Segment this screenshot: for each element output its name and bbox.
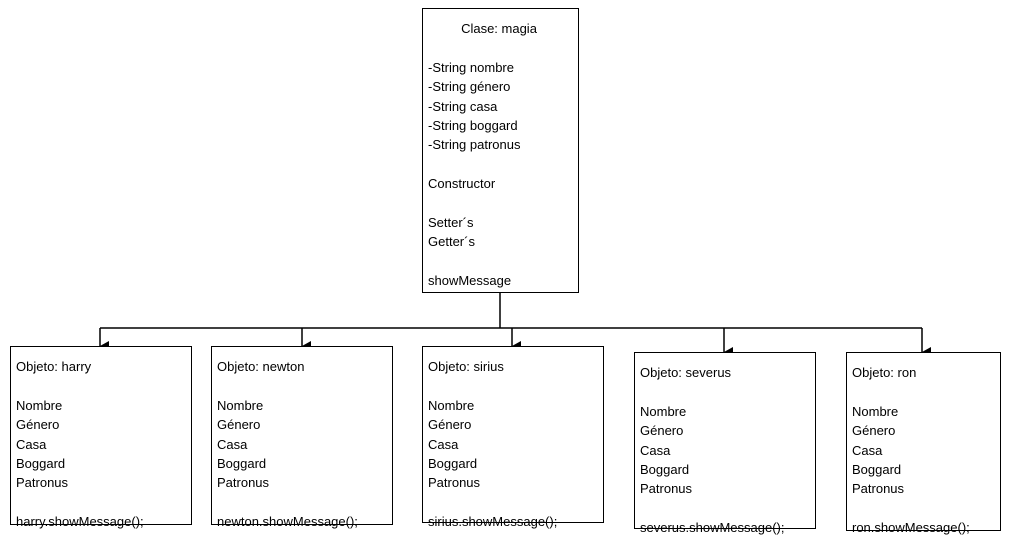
field-casa: Casa (640, 442, 671, 458)
field-nombre: Nombre (16, 397, 63, 413)
method-call: sirius.showMessage(); (428, 514, 558, 530)
field-nombre: Nombre (217, 397, 264, 413)
method-label: showMessage (428, 273, 512, 289)
field-nombre: Nombre (640, 403, 687, 419)
getters-label: Getter´s (428, 234, 475, 250)
object-box-newton: Objeto: newton Nombre Género Casa Boggar… (211, 346, 393, 529)
field-nombre: Nombre (852, 403, 899, 419)
field-patronus: Patronus (217, 475, 270, 491)
field-genero: Género (217, 417, 261, 433)
object-title: Objeto: harry (16, 359, 92, 374)
field-genero: Género (640, 423, 684, 439)
field-patronus: Patronus (852, 481, 905, 497)
setters-label: Setter´s (428, 214, 474, 230)
field-boggard: Boggard (428, 455, 478, 471)
attribute-casa: -String casa (428, 98, 498, 114)
field-genero: Género (852, 423, 896, 439)
object-box-severus: Objeto: severus Nombre Género Casa Bogga… (634, 352, 816, 535)
object-title: Objeto: ron (852, 365, 917, 380)
field-casa: Casa (217, 436, 248, 452)
class-title: Clase: magia (461, 21, 537, 36)
attribute-nombre: -String nombre (428, 59, 514, 75)
field-patronus: Patronus (640, 481, 693, 497)
field-casa: Casa (852, 442, 883, 458)
object-title: Objeto: severus (640, 365, 732, 380)
object-box-ron: Objeto: ron Nombre Género Casa Boggard P… (846, 352, 1001, 535)
class-box-magia: Clase: magia -String nombre -String géne… (422, 8, 579, 293)
object-title: Objeto: sirius (428, 359, 504, 374)
field-casa: Casa (428, 436, 459, 452)
method-call: severus.showMessage(); (640, 520, 785, 536)
attribute-boggard: -String boggard (428, 117, 518, 133)
attribute-patronus: -String patronus (428, 137, 521, 153)
method-call: ron.showMessage(); (852, 520, 970, 536)
field-genero: Género (428, 417, 472, 433)
method-call: harry.showMessage(); (16, 514, 144, 530)
field-boggard: Boggard (16, 455, 66, 471)
object-box-sirius: Objeto: sirius Nombre Género Casa Boggar… (422, 346, 604, 529)
object-title: Objeto: newton (217, 359, 305, 374)
field-boggard: Boggard (640, 461, 690, 477)
field-boggard: Boggard (217, 455, 267, 471)
field-genero: Género (16, 417, 60, 433)
field-patronus: Patronus (16, 475, 69, 491)
field-boggard: Boggard (852, 461, 902, 477)
object-box-harry: Objeto: harry Nombre Género Casa Boggard… (10, 346, 192, 529)
field-patronus: Patronus (428, 475, 481, 491)
field-nombre: Nombre (428, 397, 475, 413)
method-call: newton.showMessage(); (217, 514, 358, 530)
attribute-genero: -String género (428, 79, 511, 95)
constructor-label: Constructor (428, 176, 496, 192)
field-casa: Casa (16, 436, 47, 452)
